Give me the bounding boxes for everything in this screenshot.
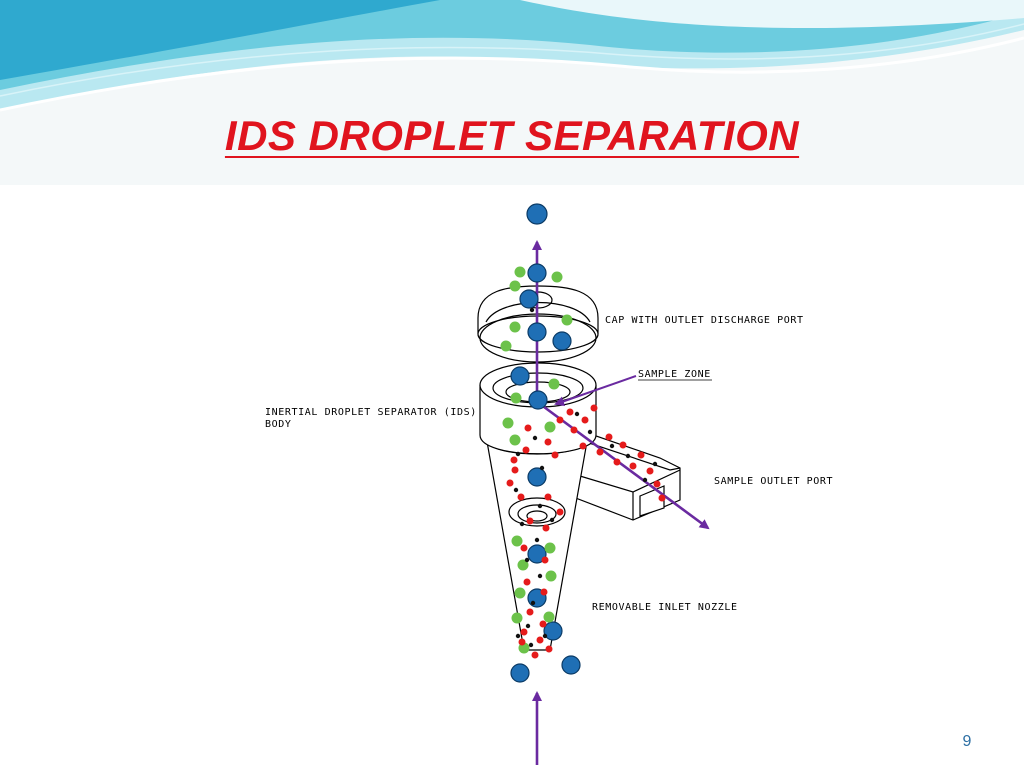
header-wave-banner [0, 0, 1024, 185]
droplets-medium [500, 266, 573, 654]
label-ids-body-line2: BODY [265, 419, 291, 430]
label-ids-body-line1: INERTIAL DROPLET SEPARATOR (IDS) [265, 407, 477, 418]
droplets-large [510, 203, 581, 683]
outlet-flow-arrow [539, 402, 710, 530]
label-sample-outlet: SAMPLE OUTLET PORT [714, 476, 833, 487]
page-number: 9 [962, 733, 972, 750]
label-sample-zone: SAMPLE ZONE [638, 369, 711, 380]
droplets-small [506, 404, 666, 659]
droplets-tiny [513, 307, 658, 648]
droplets [500, 203, 666, 683]
label-cap: CAP WITH OUTLET DISCHARGE PORT [605, 315, 804, 326]
label-inlet-nozzle: REMOVABLE INLET NOZZLE [592, 602, 738, 613]
slide-title: IDS DROPLET SEPARATION [224, 112, 800, 159]
sample-zone-pointer [554, 375, 637, 407]
